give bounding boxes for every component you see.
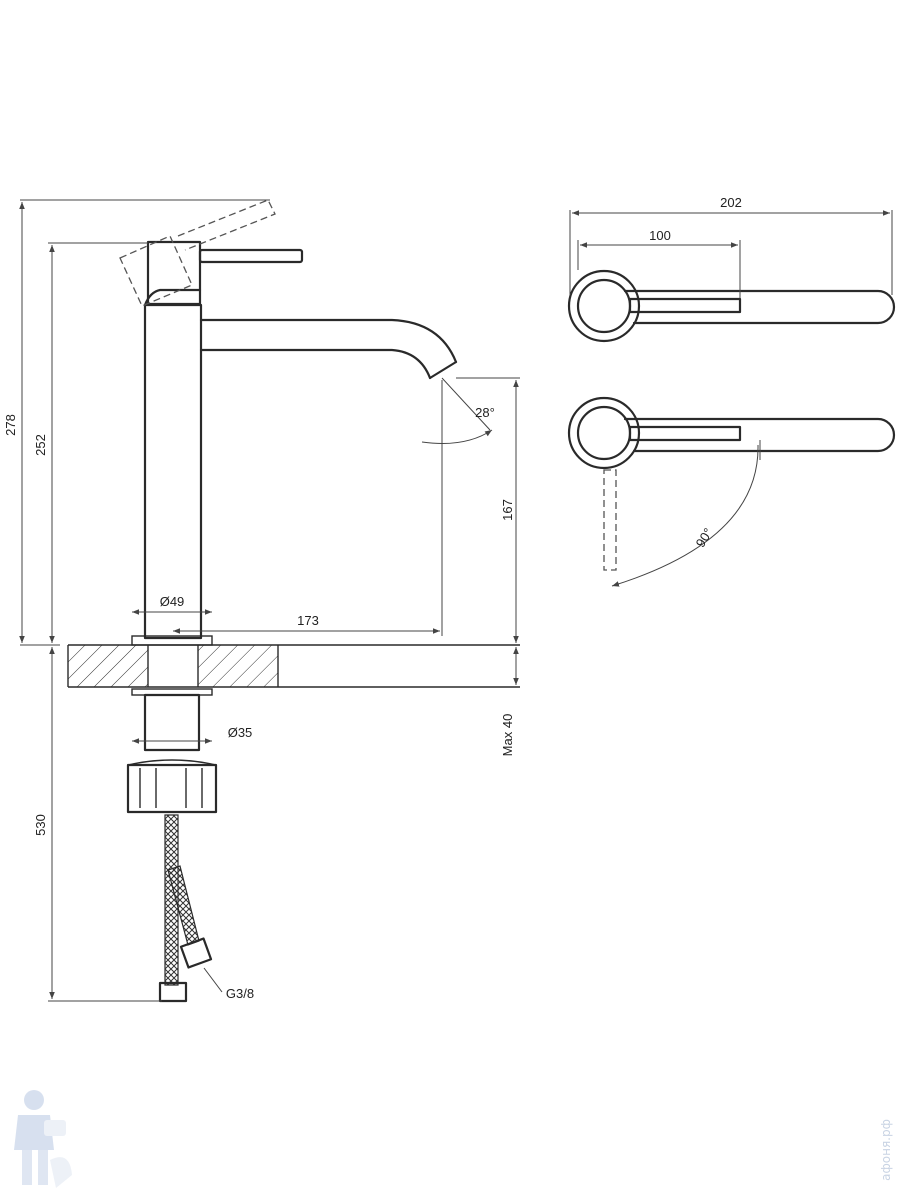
dim-530-label: 530 — [33, 814, 48, 836]
dim-max40-label: Max 40 — [500, 714, 515, 757]
thread-label: G3/8 — [226, 986, 254, 1001]
side-view — [19, 199, 520, 1003]
countertop — [67, 644, 520, 688]
top-dimension-lines — [569, 210, 893, 587]
dim-173-label: 173 — [297, 613, 319, 628]
faucet-body — [131, 288, 213, 646]
dim-35-label: Ø35 — [228, 725, 253, 740]
hoses — [158, 814, 213, 1003]
dim-49-label: Ø49 — [160, 594, 185, 609]
watermark-text: афоня.рф — [879, 1119, 893, 1181]
handle — [146, 240, 304, 306]
dim-202-label: 202 — [720, 195, 742, 210]
dimension-lines — [19, 199, 520, 1002]
dim-100-label: 100 — [649, 228, 671, 243]
spout — [199, 318, 458, 380]
dim-28-label: 28° — [475, 405, 495, 420]
dim-90-label: 90° — [693, 525, 716, 550]
dim-252-label: 252 — [33, 434, 48, 456]
top-view-closed — [567, 269, 896, 343]
top-view-open — [567, 396, 896, 571]
dim-167-label: 167 — [500, 499, 515, 521]
shank — [126, 688, 218, 814]
plumber-logo-watermark — [14, 1090, 72, 1188]
handle-open-position — [119, 199, 276, 307]
dim-278-label: 278 — [3, 414, 18, 436]
